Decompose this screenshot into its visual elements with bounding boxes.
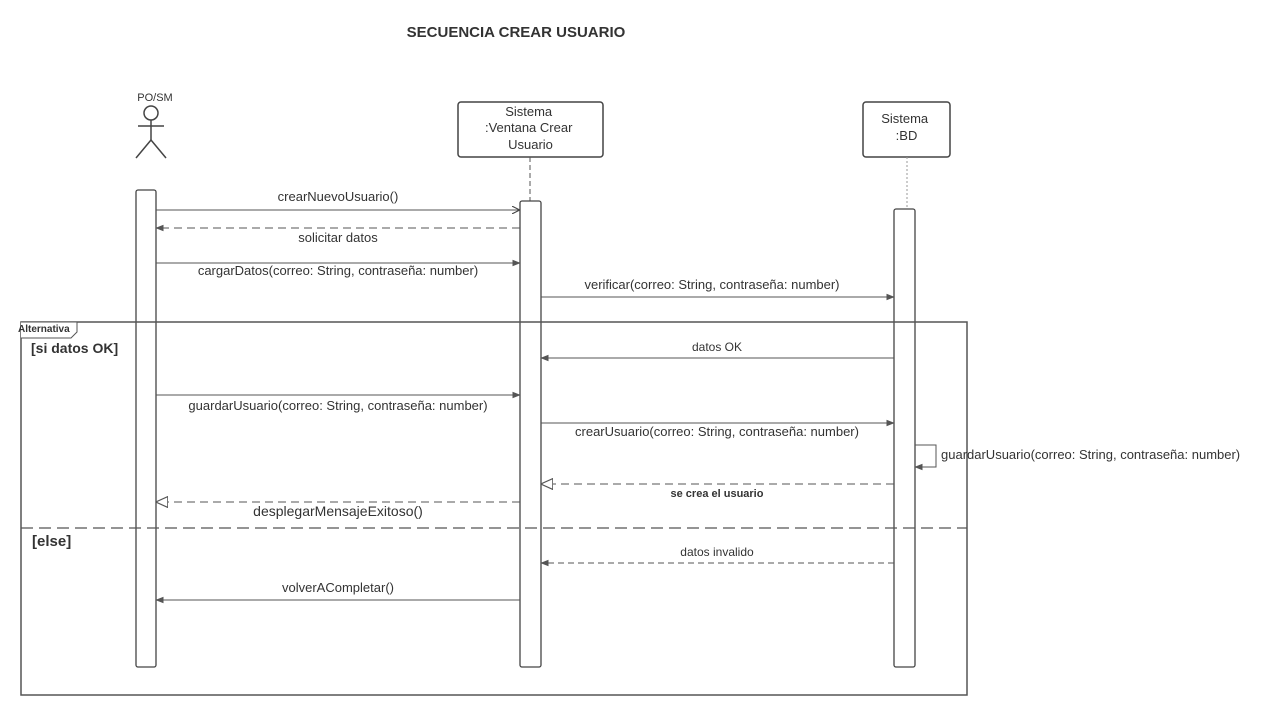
participant-bd-line2: :BD: [896, 128, 918, 143]
participant-bd: Sistema :BD: [862, 101, 951, 158]
svg-text:Sistema :Ventana Crear: Sistema :Ventana Crear Usuario: [485, 104, 576, 152]
message-volver-a-completar: volverACompletar(): [157, 580, 520, 600]
message-datos-invalido: datos invalido: [542, 545, 894, 563]
message-label: cargarDatos(correo: String, contraseña: …: [198, 263, 478, 278]
message-label: guardarUsuario(correo: String, contraseñ…: [188, 398, 487, 413]
message-crear-usuario: crearUsuario(correo: String, contraseña:…: [541, 423, 893, 439]
activation-bar-ventana: [519, 200, 542, 668]
message-label: volverACompletar(): [282, 580, 394, 595]
participant-ventana: Sistema :Ventana Crear Usuario: [457, 101, 604, 158]
message-datos-ok: datos OK: [542, 340, 894, 358]
message-crear-nuevo-usuario: crearNuevoUsuario(): [156, 189, 519, 210]
message-label: crearUsuario(correo: String, contraseña:…: [575, 424, 859, 439]
message-cargar-datos: cargarDatos(correo: String, contraseña: …: [156, 263, 519, 278]
message-self-guardar-usuario: guardarUsuario(correo: String, contraseñ…: [915, 444, 1240, 467]
message-label: guardarUsuario(correo: String, contraseñ…: [941, 447, 1240, 462]
participant-ventana-line3: Usuario: [508, 137, 553, 152]
actor-po-sm: PO/SM: [135, 92, 173, 159]
message-desplegar-mensaje: desplegarMensajeExitoso(): [157, 502, 520, 519]
message-label: solicitar datos: [298, 230, 378, 245]
message-label: datos invalido: [680, 545, 754, 559]
message-se-crea-usuario: se crea el usuario: [542, 484, 894, 500]
message-label: datos OK: [692, 340, 742, 354]
message-verificar: verificar(correo: String, contraseña: nu…: [541, 277, 893, 297]
svg-text:Sistema :BD: Sistema :BD: [881, 111, 932, 143]
participant-ventana-line1: Sistema: [505, 104, 553, 119]
activation-bar-bd: [893, 208, 916, 668]
activation-bar-actor: [135, 189, 157, 668]
participant-bd-line1: Sistema: [881, 111, 929, 126]
fragment-guard-else: [else]: [32, 533, 71, 550]
fragment-keyword: Alternativa: [18, 324, 70, 335]
alt-fragment: Alternativa [si datos OK] [else]: [18, 321, 968, 696]
message-solicitar-datos: solicitar datos: [157, 228, 520, 245]
diagram-title: SECUENCIA CREAR USUARIO: [407, 24, 626, 41]
participant-ventana-line2: :Ventana Crear: [485, 120, 573, 135]
actor-label: PO/SM: [137, 92, 172, 104]
fragment-guard-if: [si datos OK]: [31, 340, 118, 356]
stick-figure-icon: [135, 105, 167, 159]
message-guardar-usuario: guardarUsuario(correo: String, contraseñ…: [156, 395, 519, 413]
message-label: crearNuevoUsuario(): [278, 189, 399, 204]
message-label: verificar(correo: String, contraseña: nu…: [584, 277, 839, 292]
message-label: desplegarMensajeExitoso(): [253, 503, 423, 519]
message-label: se crea el usuario: [671, 488, 764, 500]
